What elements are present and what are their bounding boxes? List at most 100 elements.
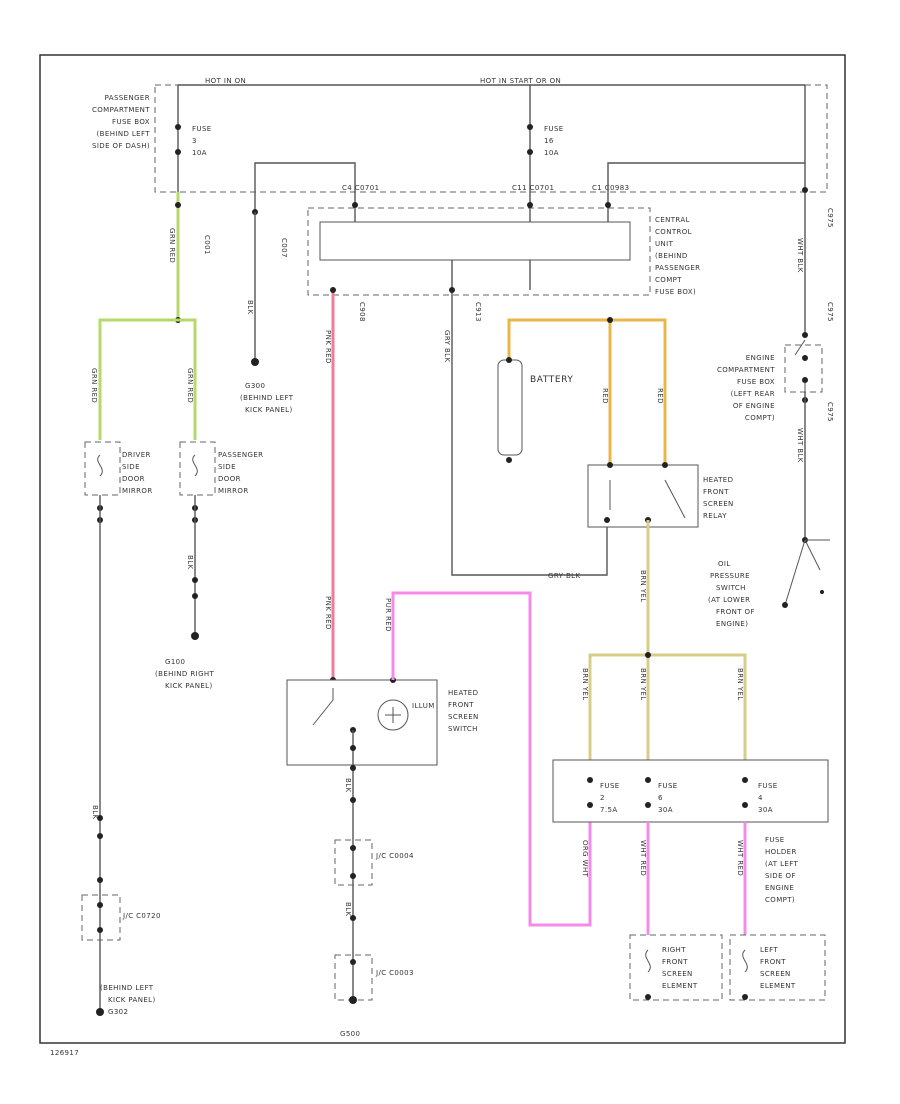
connector-c975-2: C975 [826,302,834,322]
svg-text:PASSENGER: PASSENGER [105,94,150,102]
battery-terminal-top [506,357,512,363]
wire-label-pnk-red-2: PNK RED [324,596,332,630]
svg-text:30A: 30A [658,806,673,814]
relay-pin-1 [607,462,613,468]
svg-text:6: 6 [658,794,663,802]
ground-g500-dot [349,996,357,1004]
jc-c0003-outline [334,954,373,1001]
svg-text:G300: G300 [245,382,265,390]
driver-mirror-heater-icon [97,454,103,477]
svg-text:FUSE BOX: FUSE BOX [112,118,150,126]
svg-text:(LEFT REAR: (LEFT REAR [731,390,775,398]
fuse-3-dot-bottom [175,149,181,155]
svg-text:ENGINE: ENGINE [765,884,794,892]
relay-contact-icon [609,479,686,519]
pink-wire-dot-top [330,287,336,293]
svg-text:COMPARTMENT: COMPARTMENT [92,106,150,114]
battery-body [497,359,523,456]
svg-text:10A: 10A [192,149,207,157]
oil-switch-ground [782,602,788,608]
fuse-holder-junction [645,652,651,658]
svg-text:SCREEN: SCREEN [662,970,693,978]
wire-label-blk-1: BLK [246,300,254,315]
fuse-3-label: FUSE 3 10A [192,125,211,157]
fuse-holder-label: FUSE HOLDER (AT LEFT SIDE OF ENGINE COMP… [765,836,799,904]
ground-g300-dot [251,358,259,366]
switch-label: HEATED FRONT SCREEN SWITCH [448,689,479,733]
ccu-feed-b-dot [527,202,533,208]
svg-text:LEFT: LEFT [760,946,778,954]
switch-box [286,679,438,766]
connector-c001: C001 [203,235,211,255]
svg-text:ELEMENT: ELEMENT [760,982,796,990]
jc-c0720-dot-1 [97,902,103,908]
svg-text:ELEMENT: ELEMENT [662,982,698,990]
ccu-feed-c-dot [605,202,611,208]
svg-text:SCREEN: SCREEN [760,970,791,978]
svg-text:FRONT: FRONT [662,958,688,966]
svg-text:SIDE: SIDE [122,463,140,471]
engine-fuse-box-label: ENGINE COMPARTMENT FUSE BOX (LEFT REAR O… [717,354,775,422]
svg-text:FUSE BOX): FUSE BOX) [655,288,696,296]
passenger-mirror-ground-dot-1 [192,577,198,583]
battery-label: BATTERY [530,375,574,385]
engine-fuse-dot-3 [802,377,808,383]
svg-text:KICK PANEL): KICK PANEL) [108,996,156,1004]
wire-label-wht-red-2: WHT RED [736,840,744,876]
engine-fuse-box-outline [784,344,823,393]
fuse-box-label: PASSENGER COMPARTMENT FUSE BOX (BEHIND L… [92,94,150,150]
wire-label-wht-blk: WHT BLK [796,238,804,273]
battery-junction-dot [607,317,613,323]
svg-text:(BEHIND LEFT: (BEHIND LEFT [240,394,294,402]
driver-ground-dot-2 [97,833,103,839]
svg-text:(AT LEFT: (AT LEFT [765,860,799,868]
svg-text:7.5A: 7.5A [600,806,618,814]
fuse-6: FUSE 6 30A [645,777,678,814]
wire-label-gry-blk: GRY BLK [443,330,451,362]
connector-c007: C007 [280,238,288,258]
jc-c0003-dot-1 [350,959,356,965]
switch-ground-dot-4 [350,915,356,921]
relay-pin-2 [662,462,668,468]
svg-text:SWITCH: SWITCH [716,584,746,592]
relay-box [587,464,699,528]
switch-ground-dot-3 [350,797,356,803]
svg-text:(BEHIND: (BEHIND [655,252,688,260]
svg-text:SWITCH: SWITCH [448,725,478,733]
fuse-box-outline [154,84,828,193]
wire-label-blk-2: BLK [186,555,194,570]
gry-blk-wire [451,260,608,576]
wire-label-grn-red-1: GRN RED [168,228,176,263]
ccu-connector-b: C11 C0701 [512,184,554,192]
wire-label-org-wht: ORG WHT [581,840,589,878]
engine-fuse-icon [794,339,806,392]
svg-text:KICK PANEL): KICK PANEL) [245,406,293,414]
svg-text:PASSENGER: PASSENGER [655,264,700,272]
svg-text:SCREEN: SCREEN [448,713,479,721]
svg-text:FUSE: FUSE [658,782,678,790]
left-element-heater-icon [742,949,748,973]
svg-text:(BEHIND LEFT: (BEHIND LEFT [100,984,154,992]
svg-text:ENGINE: ENGINE [746,354,775,362]
svg-text:G100: G100 [165,658,185,666]
driver-ground-dot-1 [97,815,103,821]
wire-label-brn-yel-4: BRN YEL [736,668,744,701]
jc-c0720-outline [81,894,121,941]
fuse-4: FUSE 4 30A [742,777,777,814]
connector-c913: C913 [474,302,482,322]
svg-text:FUSE: FUSE [544,125,564,133]
top-bus-left-label: HOT IN ON [205,77,246,85]
wire-label-wht-blk-2: WHT BLK [796,428,804,463]
ccu-connector-c: C1 C0983 [592,184,629,192]
svg-text:FUSE: FUSE [600,782,620,790]
ccu-label: CENTRAL CONTROL UNIT (BEHIND PASSENGER C… [655,216,700,296]
wire-label-brn-yel: BRN YEL [639,570,647,603]
connector-c975: C975 [826,208,834,228]
svg-text:HEATED: HEATED [448,689,478,697]
wire-label-blk-3: BLK [91,805,99,820]
svg-text:16: 16 [544,137,554,145]
right-element-label: RIGHT FRONT SCREEN ELEMENT [662,946,698,990]
top-bus-right-label: HOT IN START OR ON [480,77,561,85]
